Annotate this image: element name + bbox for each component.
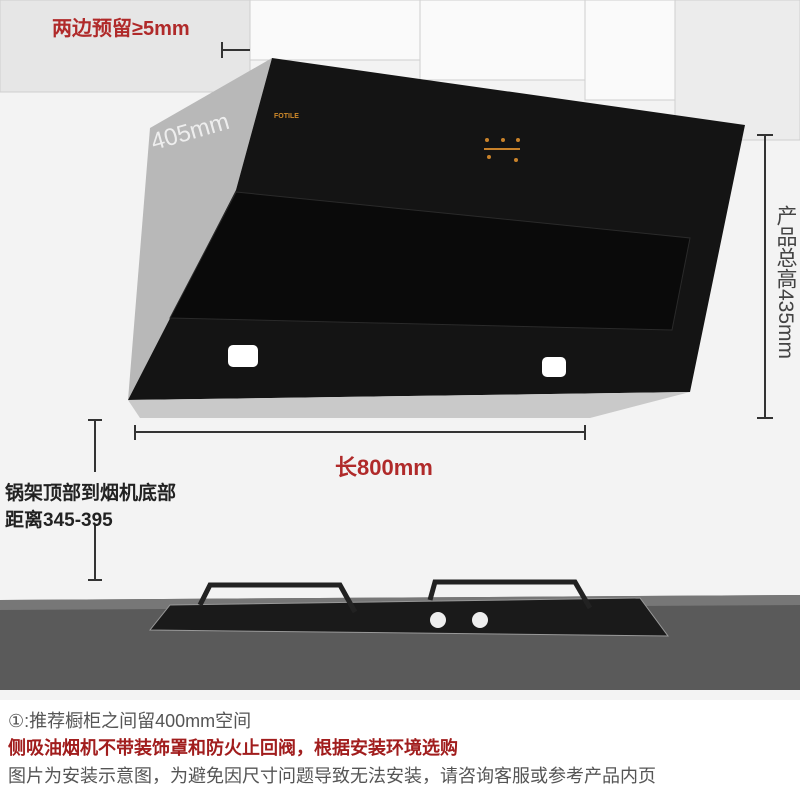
upper-cabinets (0, 0, 800, 141)
distance-label-line2: 距离345-395 (5, 510, 113, 531)
brand-logo: FOTILE (274, 113, 299, 120)
hood-steel-base (128, 392, 690, 418)
note-disclaimer: 图片为安装示意图，为避免因尺寸问题导致无法安装，请咨询客服或参考产品内页 (8, 766, 656, 786)
cooktop (148, 597, 669, 637)
knob-right (472, 612, 488, 628)
hood-side-panel (128, 58, 272, 400)
dimension-lines (88, 42, 773, 581)
knob-left (430, 612, 446, 628)
side-clearance-label: 两边预留≥5mm (52, 18, 190, 40)
light-left (228, 345, 258, 367)
note-accessories-warning: 侧吸油烟机不带装饰罩和防火止回阀，根据安装环境选购 (8, 738, 458, 758)
length-label: 长800mm (335, 455, 433, 480)
note-cabinet-space: ①:推荐橱柜之间留400mm空间 (8, 711, 252, 731)
light-right (542, 357, 566, 377)
height-label: 产品总高435mm (774, 205, 797, 360)
hood-glass-panel (169, 191, 691, 331)
burner-grates (197, 579, 593, 614)
control-icons (484, 138, 520, 162)
distance-label-line1: 锅架顶部到烟机底部 (5, 483, 177, 504)
